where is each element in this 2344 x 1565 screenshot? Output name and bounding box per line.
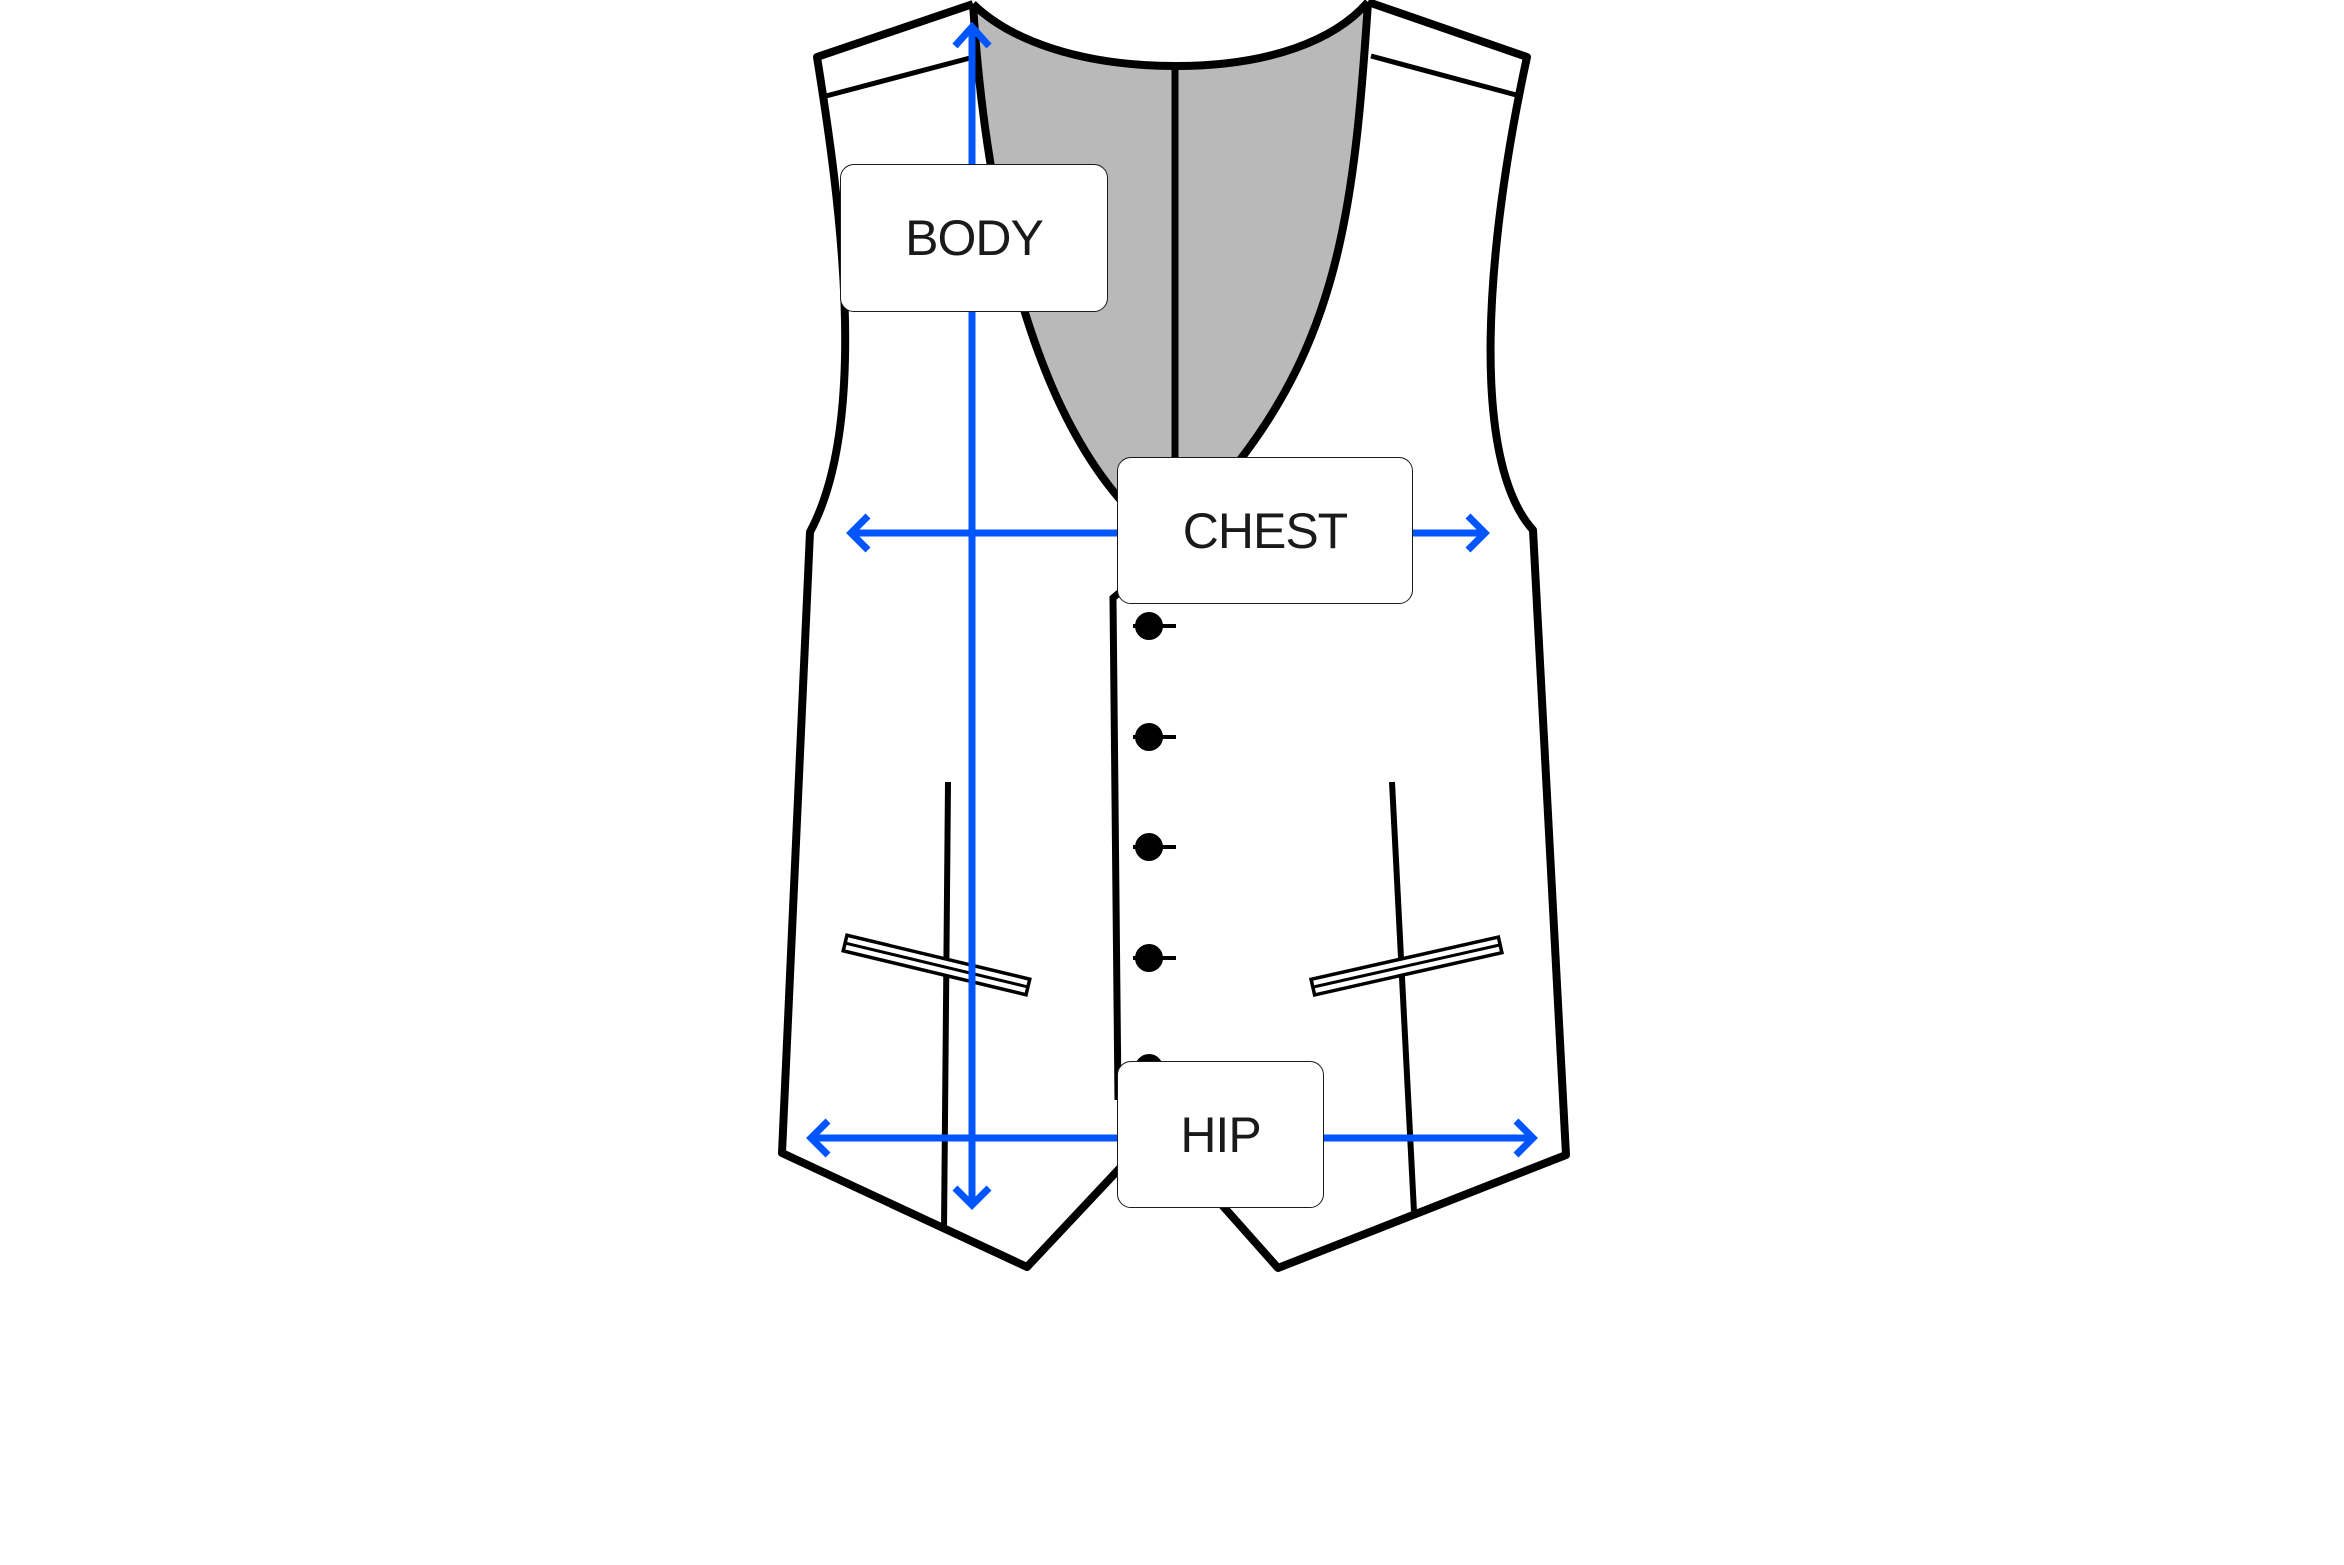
hip-label-text: HIP [1180,1106,1261,1163]
body-label-text: BODY [905,210,1044,266]
left-pocket-welt [841,933,1032,997]
button-icon [1133,612,1176,640]
arrow-right-icon [1513,1118,1538,1158]
left-shoulder-seam [825,55,971,99]
hip-label: HIP [1117,1061,1324,1208]
chest-label-text: CHEST [1182,502,1348,559]
buttons [1133,612,1176,1082]
chest-label: CHEST [1117,457,1413,604]
vest-outline [778,0,1570,1272]
arrow-down-icon [952,1185,992,1210]
right-pocket-welt [1308,934,1505,998]
arrow-right-icon [1465,513,1490,553]
vest-lining [973,2,1368,520]
left-dart [941,781,951,1231]
button-icon [1133,723,1176,751]
arrow-left-icon [806,1118,831,1158]
arrow-left-icon [846,513,871,553]
body-label: BODY [840,164,1108,312]
arrow-up-icon [952,21,992,49]
button-icon [1133,833,1176,861]
front-edge [1109,589,1123,1101]
button-icon [1133,944,1176,972]
right-lapel-edge [1236,1,1372,463]
right-shoulder-seam [1370,53,1521,99]
right-dart [1389,781,1417,1213]
